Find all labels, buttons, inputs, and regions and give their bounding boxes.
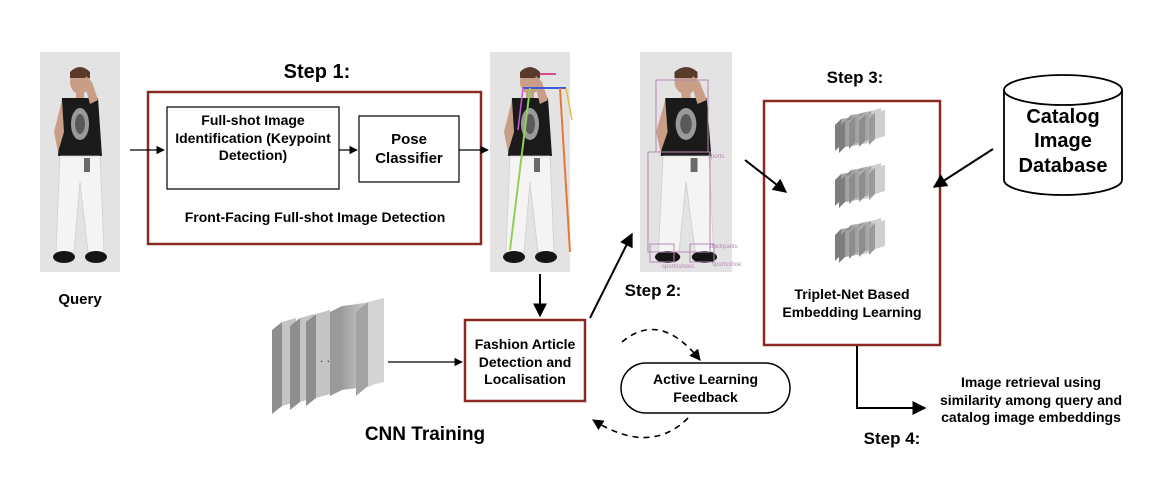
arrow-image-to-step3	[744, 159, 788, 193]
step3-title: Step 3:	[826, 68, 884, 87]
query-image	[39, 51, 121, 273]
cnn-training-label: CNN Training	[364, 424, 486, 445]
query-label: Query	[58, 291, 102, 308]
arrow-step3-to-retrieval	[856, 346, 927, 415]
pose-classifier-label: Pose Classifier	[375, 131, 443, 167]
catalog-database	[1003, 74, 1123, 196]
step4-title: Step 4:	[863, 429, 921, 448]
detection-box	[463, 318, 587, 403]
arrow-detection-to-image	[589, 232, 633, 319]
catalog-label: Catalog Image Database	[1018, 106, 1108, 177]
cnn-layers	[272, 298, 384, 414]
step1-frame	[146, 90, 483, 246]
feedback-arrow-top	[621, 328, 701, 361]
tag-shoe-right: sportsshoe	[712, 262, 742, 268]
step1-caption: Front-Facing Full-shot Image Detection	[184, 209, 446, 225]
keypoint-image	[489, 51, 573, 273]
step3-caption: Triplet-Net Based Embedding Learning	[782, 286, 922, 320]
active-learning-pill	[620, 362, 791, 414]
keypoint-detection-label: Full-shot Image Identification (Keypoint…	[175, 112, 331, 163]
pose-classifier-box	[358, 115, 460, 183]
active-learning-label: Active Learning Feedback	[652, 371, 759, 405]
retrieval-caption: Image retrieval using similarity among q…	[939, 374, 1123, 425]
detection-label: Fashion Article Detection and Localisati…	[474, 336, 576, 387]
step2-title: Step 2:	[624, 281, 682, 300]
tag-shoe-left: sportsshoes	[662, 264, 694, 270]
tag-top: sports	[708, 154, 724, 160]
feedback-arrow-bottom	[592, 417, 689, 439]
cnn-dots: . .	[320, 351, 330, 365]
detection-image	[639, 51, 733, 273]
arrow-catalog-to-step3	[932, 148, 994, 188]
step1-title: Step 1:	[283, 61, 351, 83]
keypoint-detection-box	[166, 106, 340, 190]
tag-bottom: trackpants	[710, 244, 738, 250]
